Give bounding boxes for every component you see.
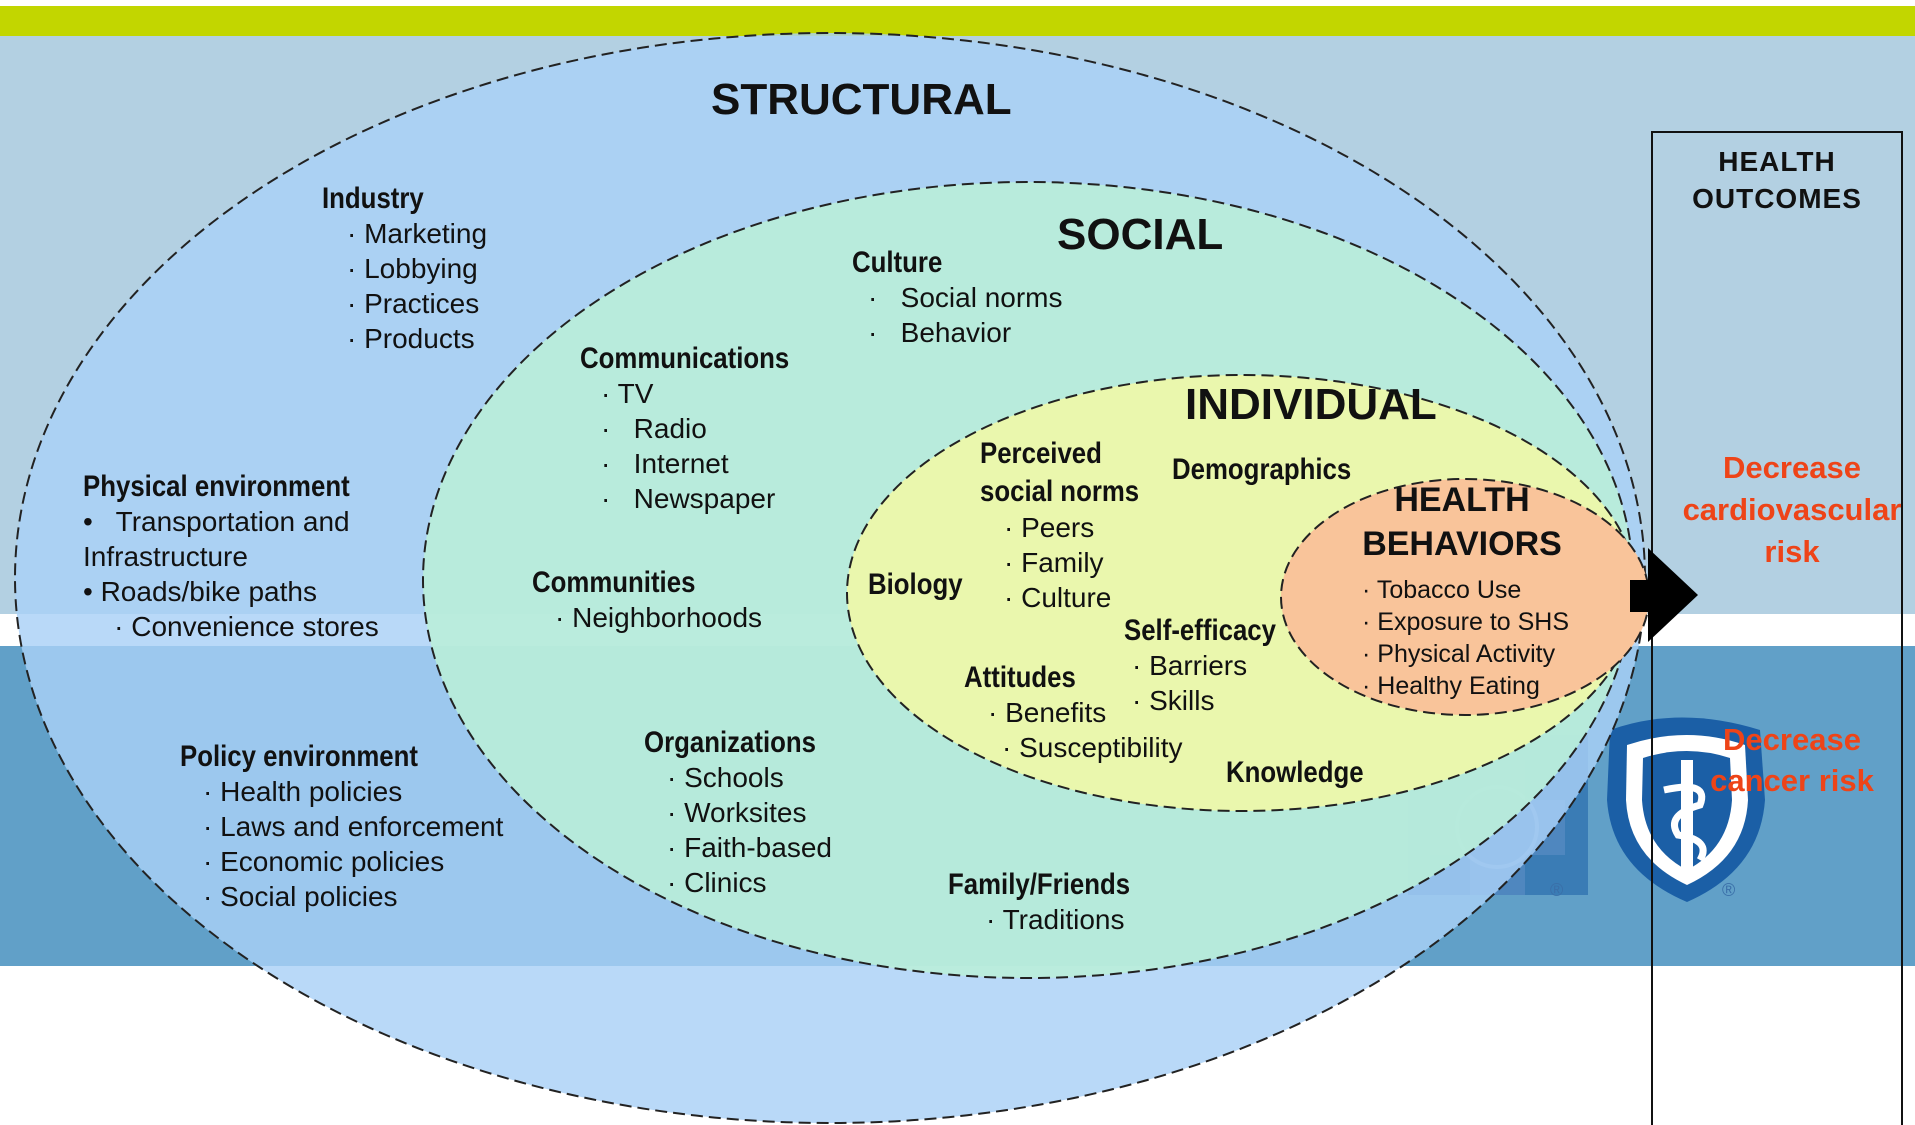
- communications-item: · Radio: [601, 413, 707, 444]
- culture-heading: Culture: [852, 246, 943, 279]
- health-behaviors-item: · Healthy Eating: [1362, 672, 1540, 700]
- demographics-label: Demographics: [1172, 453, 1352, 486]
- family-friends-item: · Traditions: [986, 904, 1125, 935]
- outcome-cardiovascular: cardiovascular: [1682, 492, 1902, 527]
- perceived-norms-heading: Perceived: [980, 437, 1102, 470]
- outcome-cardiovascular: risk: [1764, 534, 1820, 569]
- health-outcomes-title: OUTCOMES: [1692, 183, 1862, 214]
- attitudes-item: · Benefits: [988, 697, 1107, 728]
- policy-environment-item: · Social policies: [203, 881, 398, 912]
- attitudes-heading: Attitudes: [964, 661, 1076, 694]
- communications-heading: Communications: [580, 342, 790, 375]
- attitudes-item: · Susceptibility: [1002, 732, 1183, 763]
- outcome-cancer: Decrease: [1723, 722, 1861, 757]
- organizations-item: · Worksites: [667, 797, 807, 828]
- policy-environment-item: · Health policies: [203, 776, 403, 807]
- policy-environment-heading: Policy environment: [180, 740, 419, 773]
- structural-title: STRUCTURAL: [711, 75, 1012, 124]
- blue-shield-logo-icon: [1607, 717, 1765, 902]
- industry-item: · Marketing: [347, 218, 488, 249]
- culture-item: · Behavior: [868, 317, 1012, 348]
- health-behaviors-item: · Tobacco Use: [1362, 576, 1522, 604]
- physical-environment-item: • Roads/bike paths: [83, 576, 317, 607]
- industry-item: · Practices: [347, 288, 480, 319]
- communities-heading: Communities: [532, 566, 696, 599]
- self-efficacy-item: · Skills: [1132, 685, 1215, 716]
- top-accent-bar: [0, 6, 1915, 36]
- industry-item: · Products: [347, 323, 475, 354]
- social-title: SOCIAL: [1057, 210, 1224, 259]
- perceived-norms-item: · Family: [1004, 547, 1104, 578]
- individual-title: INDIVIDUAL: [1185, 380, 1437, 429]
- perceived-norms-item: · Culture: [1004, 582, 1112, 613]
- health-behaviors-title: BEHAVIORS: [1362, 525, 1562, 563]
- health-behaviors-item: · Physical Activity: [1362, 640, 1556, 668]
- industry-item: · Lobbying: [347, 253, 478, 284]
- health-outcomes-title: HEALTH: [1718, 146, 1836, 177]
- outcome-cancer: cancer risk: [1710, 763, 1874, 798]
- policy-environment-item: · Laws and enforcement: [203, 811, 504, 842]
- family-friends-heading: Family/Friends: [948, 868, 1131, 901]
- communications-item: · TV: [601, 378, 654, 409]
- health-behaviors-item: · Exposure to SHS: [1362, 608, 1570, 636]
- physical-environment-item: • Transportation and: [83, 506, 350, 537]
- perceived-norms-heading: social norms: [980, 475, 1140, 508]
- physical-environment-item: · Convenience stores: [83, 611, 379, 642]
- organizations-item: · Clinics: [667, 867, 767, 898]
- knowledge-label: Knowledge: [1226, 756, 1364, 789]
- self-efficacy-heading: Self-efficacy: [1124, 614, 1277, 647]
- organizations-heading: Organizations: [644, 726, 817, 759]
- organizations-item: · Faith-based: [667, 832, 832, 863]
- registered-mark: ®: [1722, 880, 1736, 900]
- outcome-cardiovascular: Decrease: [1723, 450, 1861, 485]
- self-efficacy-item: · Barriers: [1132, 650, 1248, 681]
- organizations-item: · Schools: [667, 762, 784, 793]
- biology-label: Biology: [868, 568, 963, 601]
- policy-environment-item: · Economic policies: [203, 846, 445, 877]
- culture-item: · Social norms: [868, 282, 1063, 313]
- right-arrow-icon: [1630, 548, 1698, 642]
- health-behaviors-title: HEALTH: [1394, 481, 1530, 519]
- physical-environment-item: Infrastructure: [83, 541, 248, 572]
- industry-heading: Industry: [322, 182, 424, 215]
- communications-item: · Internet: [601, 448, 729, 479]
- communities-item: · Neighborhoods: [555, 602, 763, 633]
- perceived-norms-item: · Peers: [1004, 512, 1095, 543]
- registered-mark: ®: [1550, 880, 1564, 900]
- physical-environment-heading: Physical environment: [83, 470, 350, 503]
- communications-item: · Newspaper: [601, 483, 776, 514]
